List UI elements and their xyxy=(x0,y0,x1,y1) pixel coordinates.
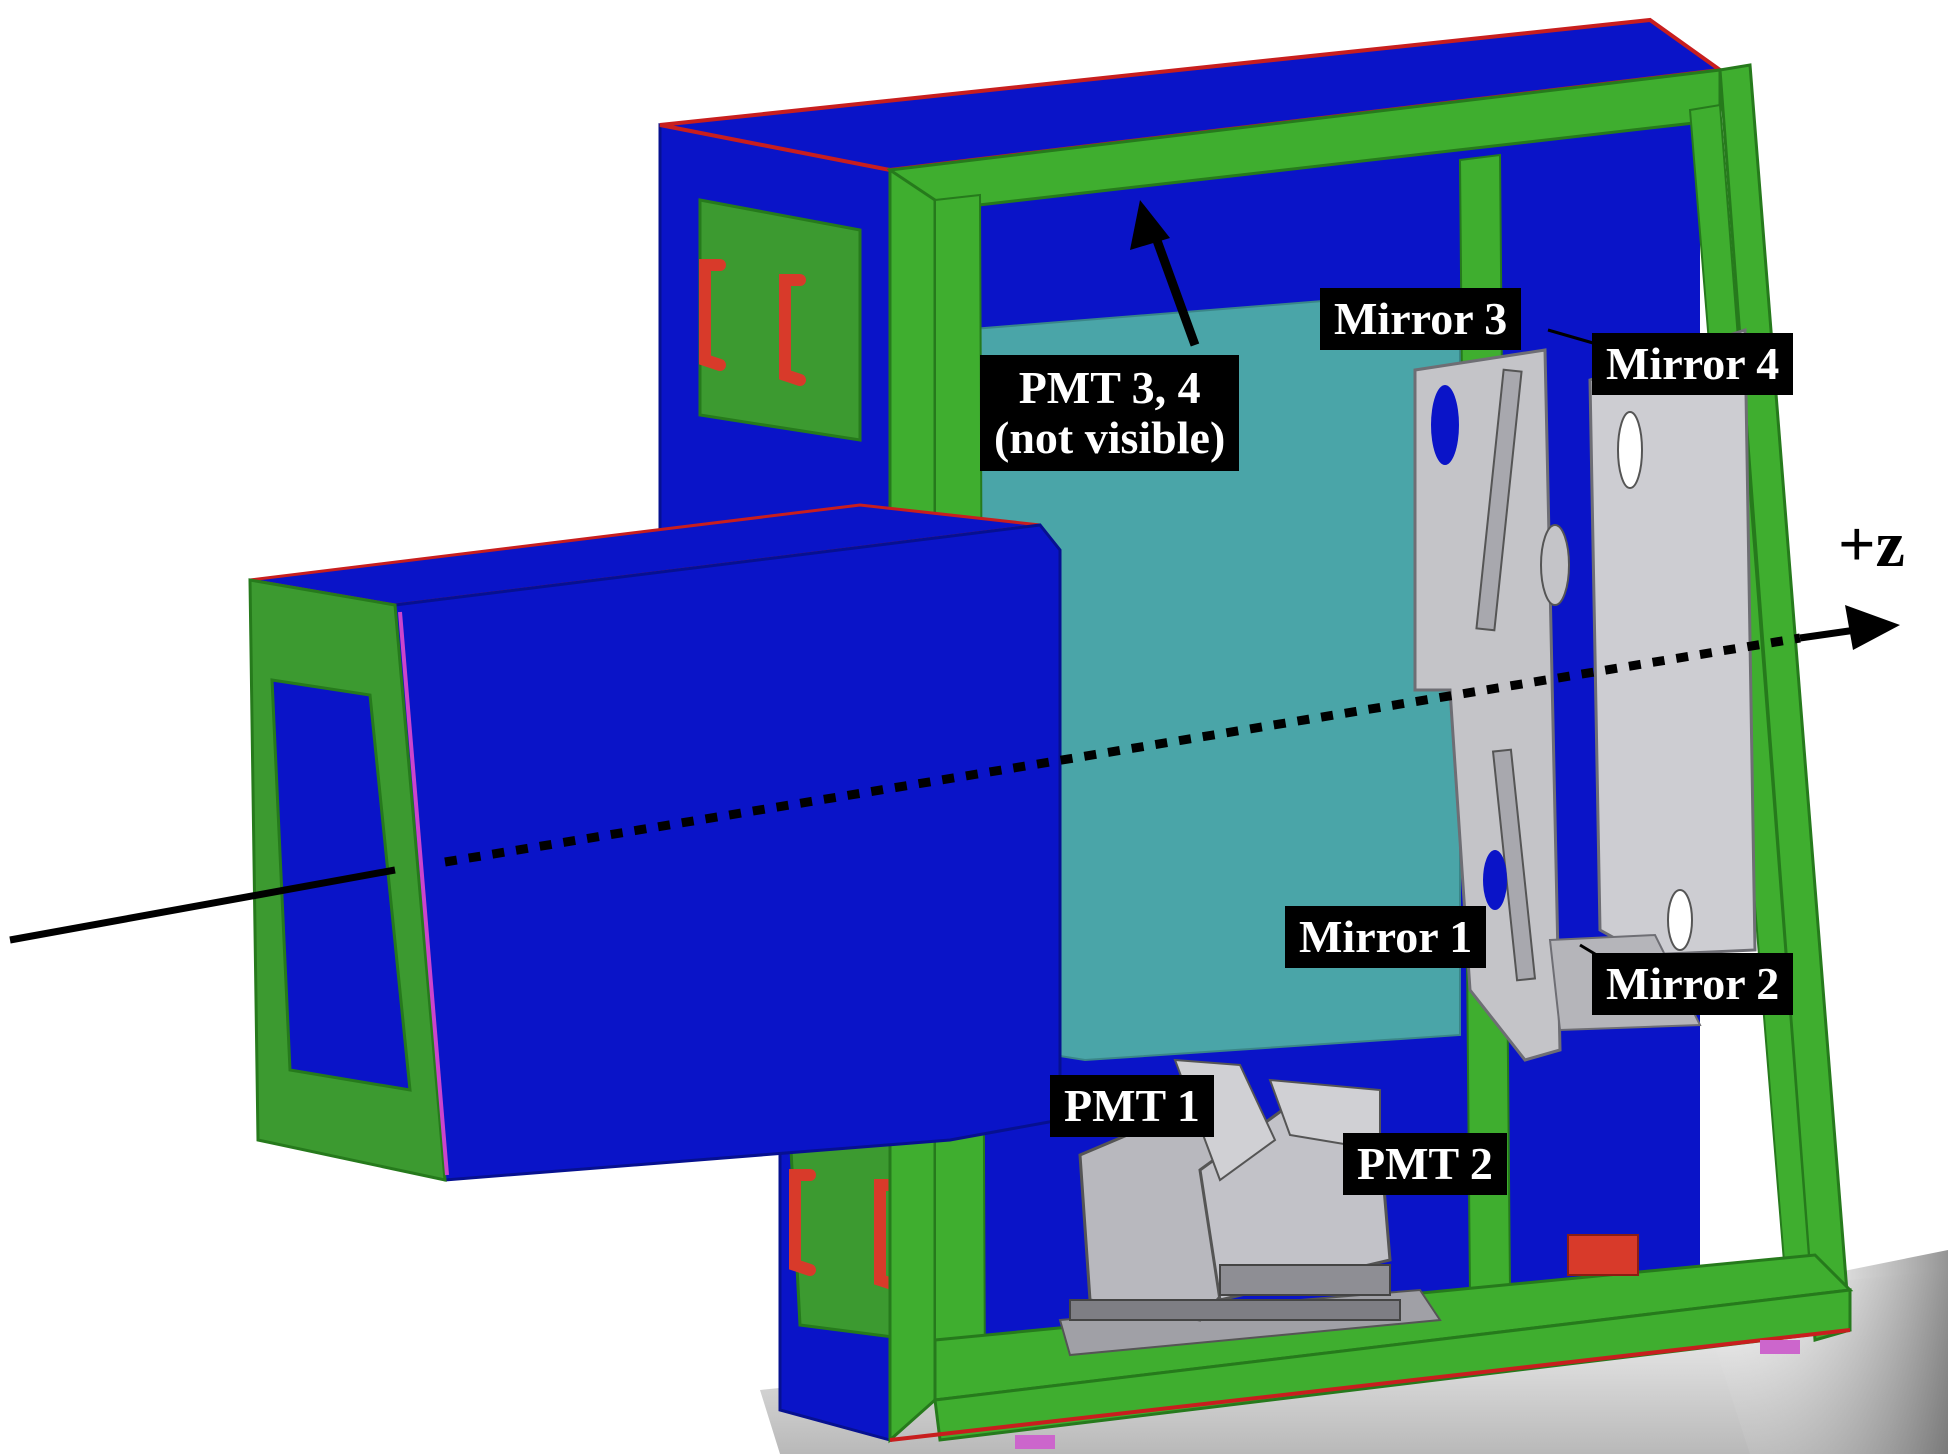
handle-upper-left xyxy=(699,259,726,371)
beam-line-solid-left xyxy=(9,866,396,944)
foot-right xyxy=(1760,1340,1800,1354)
beam-axis xyxy=(9,605,1900,944)
pmt-assembly xyxy=(1058,1058,1442,1357)
mirror-3-label: Mirror 3 xyxy=(1320,288,1522,350)
mirror-assembly xyxy=(1413,327,1757,1062)
handle-lower-left xyxy=(789,1169,816,1276)
pmt-34-label-line2: (not visible) xyxy=(994,412,1226,463)
mirror3-leader xyxy=(1547,328,1601,347)
z-axis-label: +z xyxy=(1838,508,1905,581)
mirror-1-label: Mirror 1 xyxy=(1285,906,1487,968)
red-block xyxy=(1567,1234,1639,1276)
pmt-1-label: PMT 1 xyxy=(1050,1075,1214,1137)
beam-arrowhead xyxy=(1845,605,1900,650)
foot-left xyxy=(1015,1435,1055,1449)
pmt-2-label: PMT 2 xyxy=(1343,1133,1507,1195)
pmt-34-label: PMT 3, 4 (not visible) xyxy=(980,355,1240,471)
pmt34-arrow xyxy=(1130,200,1200,347)
handle-upper-right xyxy=(779,274,806,386)
mirror-2-label: Mirror 2 xyxy=(1592,953,1794,1015)
handle-lower-right xyxy=(874,1179,901,1291)
mirror-4-label: Mirror 4 xyxy=(1592,333,1794,395)
pmt-34-label-line1: PMT 3, 4 xyxy=(1018,362,1201,413)
entrance-box xyxy=(248,503,1062,1182)
